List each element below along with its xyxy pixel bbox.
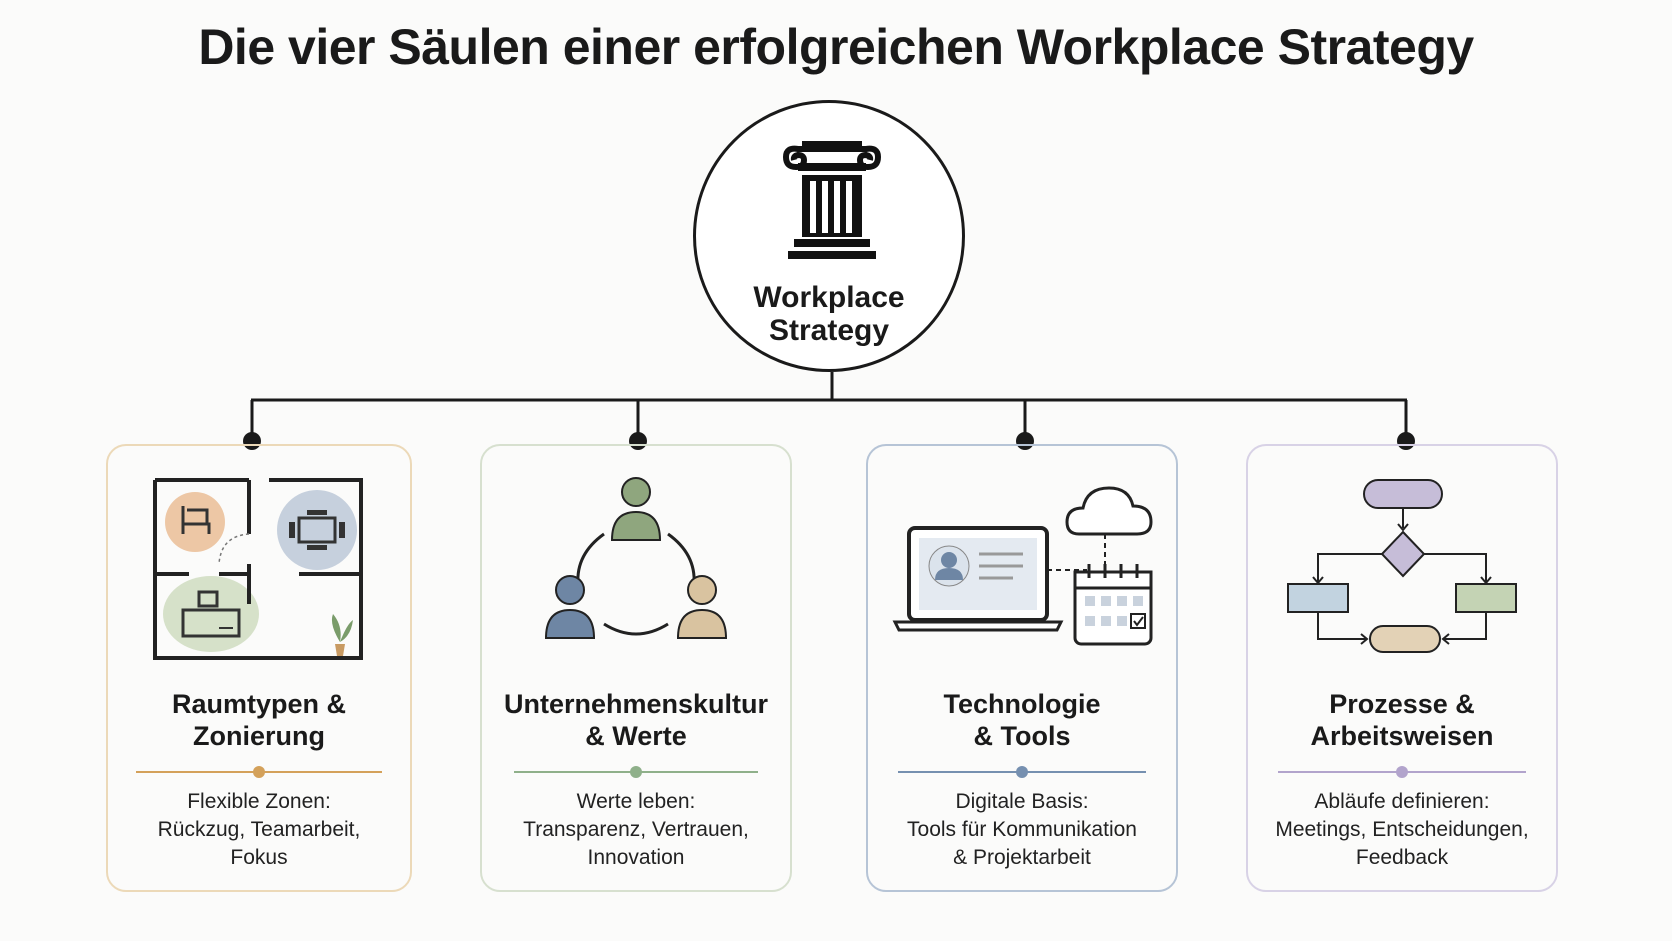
pillar-divider [898,765,1146,779]
pillar-icon [783,141,882,259]
hub-label-line1: Workplace [753,281,905,314]
pillar-divider [1278,765,1526,779]
pillar-card-kultur: Unternehmenskultur & Werte Werte leben: … [480,444,792,892]
pillar-description: Digitale Basis: Tools für Kommunikation … [907,790,1137,869]
pillar-title: Prozesse & Arbeitsweisen [1310,689,1494,751]
pillar-description: Flexible Zonen: Rückzug, Teamarbeit, Fok… [157,790,361,869]
hub-label-line2: Strategy [768,314,890,347]
pillar-divider [514,765,758,779]
flowchart-icon [1287,479,1517,653]
floor-plan-icon [153,478,363,660]
laptop-cloud-calendar-icon [892,486,1153,646]
pillar-card-raumtypen: Raumtypen & Zonierung Flexible Zonen: Rü… [106,444,412,892]
page-title: Die vier Säulen einer erfolgreichen Work… [198,19,1474,75]
people-circle-icon [544,477,728,639]
pillar-description: Werte leben: Transparenz, Vertrauen, Inn… [523,790,749,869]
pillar-description: Abläufe definieren: Meetings, Entscheidu… [1275,790,1529,869]
pillar-title: Raumtypen & Zonierung [171,689,347,751]
pillar-title: Technologie & Tools [943,689,1101,751]
pillar-card-technologie: Technologie & Tools Digitale Basis: Tool… [866,444,1178,892]
hub-label: Workplace Strategy [696,281,962,347]
hub-circle: Workplace Strategy [693,100,965,372]
pillar-divider [136,765,382,779]
pillar-title: Unternehmenskultur & Werte [503,689,769,751]
pillar-card-prozesse: Prozesse & Arbeitsweisen Abläufe definie… [1246,444,1558,892]
